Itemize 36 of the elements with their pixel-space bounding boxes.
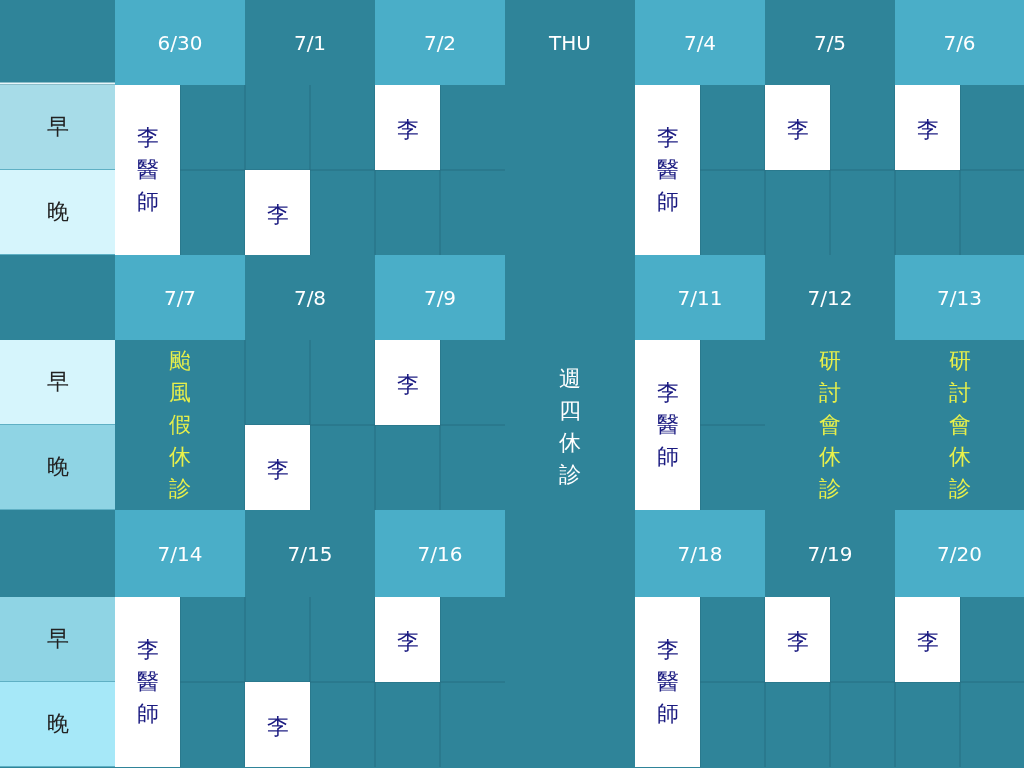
doctor-shift-card: 李 (765, 85, 830, 170)
closure-note: 研討會休診 (818, 347, 842, 503)
date-header: 7/11 (635, 255, 765, 340)
doctor-shift-card: 李 (375, 597, 440, 682)
date-header: 7/13 (895, 255, 1024, 340)
shift-label: 晚 (0, 170, 115, 255)
shift-label: 晚 (0, 682, 115, 767)
closure-note: 颱風假休診 (168, 347, 192, 503)
date-header: 7/16 (375, 510, 505, 597)
doctor-shift-card: 李醫師 (635, 597, 700, 767)
shift-label: 早 (0, 340, 115, 425)
doctor-shift-card: 李 (245, 425, 310, 510)
date-header: 6/30 (115, 0, 245, 85)
date-header: 7/9 (375, 255, 505, 340)
date-header: 7/4 (635, 0, 765, 85)
shift-label: 晚 (0, 425, 115, 510)
date-header: 7/18 (635, 510, 765, 597)
doctor-shift-card: 李醫師 (115, 597, 180, 767)
date-header: 7/14 (115, 510, 245, 597)
date-header: 7/20 (895, 510, 1024, 597)
doctor-shift-card: 李 (375, 85, 440, 170)
date-header: 7/2 (375, 0, 505, 85)
shift-label: 早 (0, 85, 115, 170)
doctor-shift-card: 李 (375, 340, 440, 425)
shift-label: 早 (0, 597, 115, 682)
doctor-shift-card: 李醫師 (635, 340, 700, 510)
doctor-shift-card: 李醫師 (635, 85, 700, 255)
doctor-shift-card: 李 (245, 170, 310, 255)
closure-note: 研討會休診 (948, 347, 972, 503)
doctor-shift-card: 李 (765, 597, 830, 682)
date-header: 7/7 (115, 255, 245, 340)
date-header: 7/6 (895, 0, 1024, 85)
doctor-shift-card: 李 (895, 85, 960, 170)
doctor-shift-card: 李 (895, 597, 960, 682)
doctor-shift-card: 李醫師 (115, 85, 180, 255)
doctor-shift-card: 李 (245, 682, 310, 767)
